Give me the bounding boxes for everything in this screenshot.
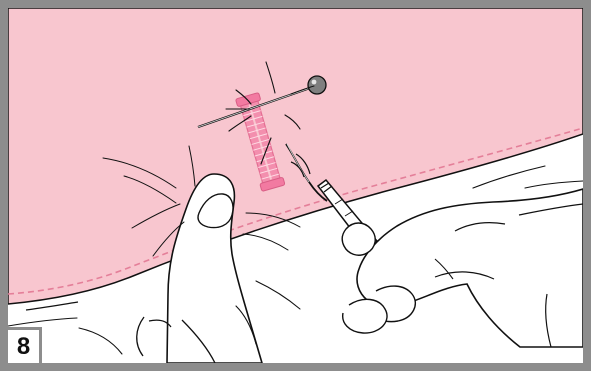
right-hand-icon xyxy=(342,189,583,347)
step-number: 8 xyxy=(17,335,30,359)
step-number-badge: 8 xyxy=(8,327,42,363)
fabric-lower-curl xyxy=(26,302,78,310)
buttonhole-cutting-illustration xyxy=(8,8,583,363)
